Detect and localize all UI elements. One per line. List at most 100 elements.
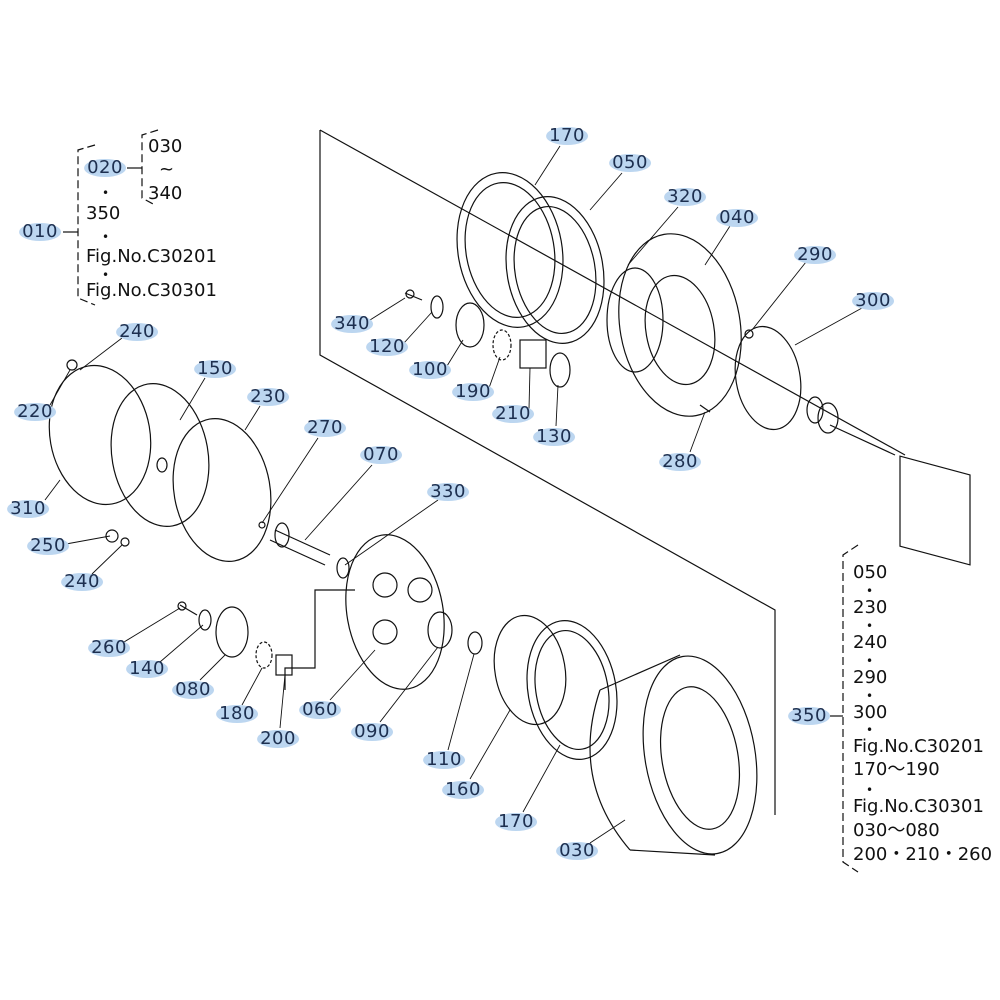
part-170-bearing	[456, 172, 564, 328]
group-350-item: 200・210・260	[853, 844, 993, 865]
part-220-plug	[66, 359, 78, 371]
part-060-carrier	[345, 534, 445, 690]
separator-dot: •	[866, 619, 874, 633]
group-020-tilde: ~	[159, 159, 175, 180]
part-label[interactable]: 320	[664, 188, 706, 206]
group-010-item: Fig.No.C30301	[86, 280, 217, 301]
part-080-gear	[215, 606, 249, 658]
part-140-washer	[198, 609, 212, 631]
part-label[interactable]: 070	[360, 446, 402, 464]
part-120-washer	[430, 295, 444, 319]
part-280-pin	[699, 404, 711, 413]
group-010-item: 350	[86, 203, 121, 224]
group-350-item: 240	[853, 632, 888, 653]
part-310-oring	[48, 364, 152, 506]
part-330-snapring	[336, 557, 350, 579]
separator-dot: •	[866, 783, 874, 797]
part-030-hub	[589, 654, 758, 856]
part-label[interactable]: 030	[556, 842, 598, 860]
part-150-cover	[110, 383, 210, 527]
part-label[interactable]: 340	[331, 315, 373, 333]
part-label[interactable]: 250	[27, 537, 69, 555]
group-020-from: 030	[148, 136, 183, 157]
separator-dot: •	[102, 230, 110, 244]
part-180-needle	[255, 641, 273, 669]
part-label[interactable]: 230	[247, 388, 289, 406]
separator-dot: •	[866, 654, 874, 668]
part-040-housing	[606, 233, 742, 417]
part-290-pin	[744, 329, 754, 339]
part-210-sleeve	[519, 339, 547, 369]
part-label[interactable]: 280	[659, 453, 701, 471]
part-050-seal	[505, 196, 605, 344]
part-label[interactable]: 020	[84, 159, 126, 177]
group-350-item: Fig.No.C30201	[853, 736, 984, 757]
part-label[interactable]: 110	[423, 751, 465, 769]
part-label[interactable]: 050	[609, 154, 651, 172]
group-350-item: 030～080	[853, 820, 940, 841]
group-350-item: 300	[853, 702, 888, 723]
part-label[interactable]: 160	[442, 781, 484, 799]
separator-dot: •	[866, 689, 874, 703]
part-300-oring	[734, 325, 802, 431]
bracket-350	[842, 544, 859, 873]
part-label[interactable]: 330	[427, 483, 469, 501]
bracket-010	[77, 144, 96, 306]
group-020-to: 340	[148, 183, 183, 204]
part-340-bolt	[404, 289, 423, 301]
part-label[interactable]: 010	[19, 223, 61, 241]
part-label[interactable]: 270	[304, 419, 346, 437]
part-270-ball	[258, 521, 266, 529]
part-label[interactable]: 260	[88, 639, 130, 657]
part-230-oring	[172, 418, 272, 562]
part-110-washer	[467, 631, 483, 655]
part-label[interactable]: 220	[14, 403, 56, 421]
group-350-item: 290	[853, 667, 888, 688]
part-label[interactable]: 290	[794, 246, 836, 264]
part-label[interactable]: 170	[495, 813, 537, 831]
group-350-item: 230	[853, 597, 888, 618]
separator-dot: •	[102, 186, 110, 200]
part-label[interactable]: 310	[7, 500, 49, 518]
leader-lines	[44, 145, 863, 844]
part-label[interactable]: 090	[351, 723, 393, 741]
part-label[interactable]: 040	[716, 209, 758, 227]
part-250-plug	[105, 529, 119, 543]
part-label[interactable]: 240	[116, 323, 158, 341]
part-090-sungear	[427, 611, 453, 649]
part-label[interactable]: 140	[126, 660, 168, 678]
separator-dot: •	[102, 268, 110, 282]
group-350-item: Fig.No.C30301	[853, 796, 984, 817]
part-130-washer	[549, 352, 571, 388]
part-170-bearing-lower	[526, 620, 618, 760]
part-label[interactable]: 120	[366, 338, 408, 356]
part-label[interactable]: 200	[257, 730, 299, 748]
part-240-oring	[120, 537, 130, 547]
part-160-ring	[493, 614, 567, 726]
part-label[interactable]: 150	[194, 360, 236, 378]
motor-block	[806, 396, 971, 566]
part-label[interactable]: 210	[492, 405, 534, 423]
part-label[interactable]: 180	[216, 705, 258, 723]
part-100-gear	[455, 302, 485, 348]
part-label[interactable]: 060	[299, 701, 341, 719]
part-label[interactable]: 240	[61, 573, 103, 591]
part-label[interactable]: 300	[852, 292, 894, 310]
part-label[interactable]: 170	[546, 127, 588, 145]
part-070-shaft	[269, 522, 331, 566]
part-label[interactable]: 190	[452, 383, 494, 401]
part-label[interactable]: 100	[409, 361, 451, 379]
group-350-item: 170～190	[853, 759, 940, 780]
separator-dot: •	[866, 584, 874, 598]
part-260-bolt	[177, 601, 198, 616]
part-label[interactable]: 080	[172, 681, 214, 699]
part-label[interactable]: 350	[788, 707, 830, 725]
part-190-needle	[492, 329, 512, 361]
group-350-item: 050	[853, 562, 888, 583]
bracket-020	[141, 129, 159, 206]
part-label[interactable]: 130	[533, 428, 575, 446]
assembly-frame	[319, 130, 776, 815]
separator-dot: •	[866, 723, 874, 737]
